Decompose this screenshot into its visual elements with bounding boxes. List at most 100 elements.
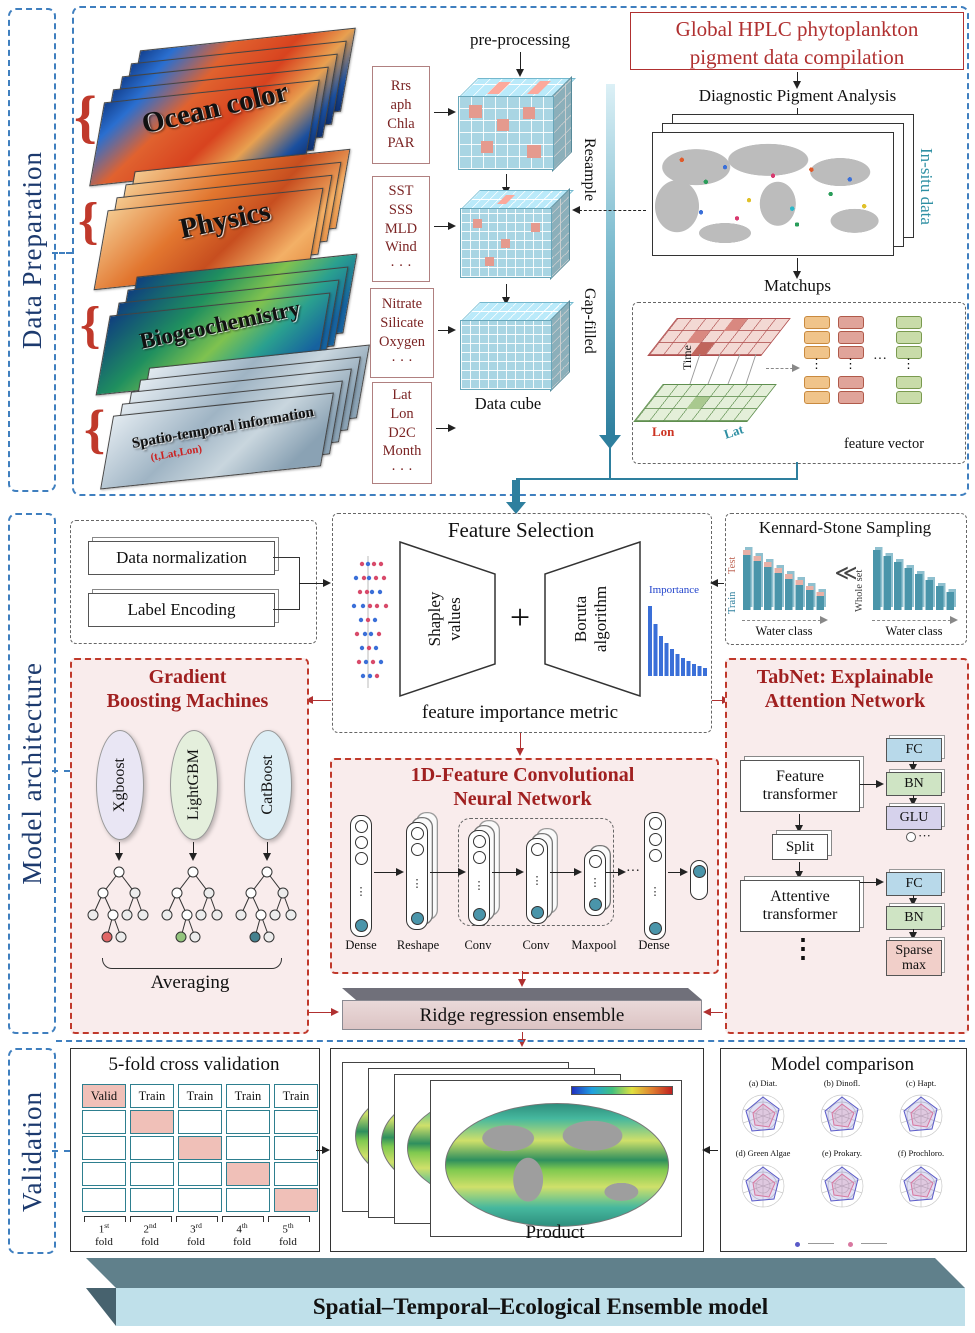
var-line: · · · xyxy=(390,258,412,275)
importance-bar-chart xyxy=(648,606,707,676)
attentive-transformer-box: Attentive transformer xyxy=(740,880,860,932)
cv-cell-train: Train xyxy=(274,1084,318,1108)
brace-icon: { xyxy=(84,399,106,459)
normalization-group-box xyxy=(70,520,317,644)
cv-cell xyxy=(274,1110,318,1134)
radar-title-c: (c) Hapt. xyxy=(905,1078,937,1088)
fold-num: 2 xyxy=(143,1223,150,1236)
cv-cell xyxy=(226,1136,270,1160)
legend-line xyxy=(861,1242,887,1244)
data-preparation-frame xyxy=(72,6,969,496)
fold-num: 5 xyxy=(282,1223,288,1236)
cnn-output-node xyxy=(690,860,708,900)
cv-cell xyxy=(178,1110,222,1134)
tree-diagram-catboost xyxy=(235,866,297,943)
shapley-values-label: Shapley values xyxy=(425,591,464,647)
var-line: Oxygen xyxy=(379,334,425,350)
arrow-down-icon xyxy=(263,842,272,861)
cube-front-face xyxy=(460,208,552,278)
arrow-left-red-icon xyxy=(703,1008,723,1017)
var-line: Rrs xyxy=(390,78,412,95)
arrow-down-icon xyxy=(909,795,918,806)
feature-vector-label: feature vector xyxy=(843,436,925,452)
arrow-right-icon xyxy=(550,868,582,877)
arrow-dashed-right-icon xyxy=(742,616,828,625)
connector-dashed xyxy=(52,1150,70,1152)
cnn-ellipsis: ··· xyxy=(626,864,640,879)
kennard-stone-title: Kennard-Stone Sampling xyxy=(758,518,932,537)
brace-icon: { xyxy=(78,193,99,250)
tabnet-vdots: ⋮ xyxy=(790,934,816,963)
averaging-label: Averaging xyxy=(150,972,230,993)
section-label-text: Validation xyxy=(16,1090,47,1212)
fold-sup: th xyxy=(287,1221,294,1230)
arrow-right-icon xyxy=(374,868,404,877)
var-line: Lat xyxy=(392,386,412,403)
arrow-right-icon xyxy=(434,222,456,231)
var-line: Month xyxy=(382,443,422,460)
cube-front-face xyxy=(460,320,552,390)
legend-line xyxy=(808,1242,834,1244)
vdots: ⋮ xyxy=(902,356,915,371)
cv-cell-valid xyxy=(130,1110,174,1134)
data-cube-gapfilled xyxy=(460,188,574,280)
tabnet-box xyxy=(725,658,969,1034)
cv-cell xyxy=(82,1136,126,1160)
product-globe xyxy=(445,1103,669,1227)
tree-diagram-lightgbm xyxy=(161,866,223,943)
feature-importance-metric-label: feature importance metric xyxy=(421,702,619,723)
glu-box: GLU xyxy=(886,806,942,830)
product-label: Product xyxy=(525,1222,585,1243)
arrow-right-red-icon xyxy=(309,1008,339,1017)
fold-word: fold xyxy=(279,1236,297,1249)
cv-cell xyxy=(82,1188,126,1212)
cv-row xyxy=(82,1188,318,1212)
cv-row xyxy=(82,1162,318,1186)
data-cube-label: Data cube xyxy=(474,394,542,413)
arrow-right-icon xyxy=(430,868,466,877)
dpa-label: Diagnostic Pigment Analysis xyxy=(698,86,897,105)
arrow-down-icon xyxy=(795,814,804,833)
brace-icon: { xyxy=(80,297,101,354)
radar-chart-b xyxy=(820,1094,864,1138)
cv-cell-text: Valid xyxy=(90,1088,118,1103)
cv-cell xyxy=(178,1188,222,1212)
cv-cell-valid: Valid xyxy=(82,1084,126,1108)
var-line: · · · xyxy=(391,352,413,369)
cv-cell xyxy=(226,1110,270,1134)
cv-cell xyxy=(178,1162,222,1186)
arrow-right-icon xyxy=(438,326,456,335)
fold-sup: st xyxy=(104,1221,110,1230)
tabnet-hdots: ··· xyxy=(918,828,931,843)
hplc-line-2: pigment data compilation xyxy=(689,44,905,69)
flow-arrow-down-icon xyxy=(506,480,526,514)
var-line: Silicate xyxy=(380,315,424,332)
cv-cell xyxy=(130,1188,174,1212)
sparse-max-box: Sparse max xyxy=(886,940,942,976)
hplc-compilation-box: Global HPLC phytoplankton pigment data c… xyxy=(630,12,964,70)
model-comparison-title: Model comparison xyxy=(770,1054,914,1075)
banner-fold-notch xyxy=(86,1288,116,1326)
connector-line xyxy=(273,609,299,610)
hdots: ··· xyxy=(873,352,887,367)
legend-dot-blue xyxy=(795,1242,800,1247)
arrow-left-icon xyxy=(702,1146,718,1155)
fold-bracket-icon xyxy=(222,1216,264,1222)
cv-cell xyxy=(274,1162,318,1186)
radar-title-d: (d) Green Algae xyxy=(735,1148,791,1158)
section-label-data-preparation: Data Preparation xyxy=(8,8,56,492)
ks-test-label: Test xyxy=(727,556,738,574)
cnn-layer-dense-1: ⋮ xyxy=(350,815,372,937)
vdots: ⋮ xyxy=(810,356,823,371)
insitu-map-panel xyxy=(652,132,894,256)
ks-bars-right xyxy=(873,547,956,610)
bn-box-1: BN xyxy=(886,772,942,796)
cv-cell-valid xyxy=(226,1162,270,1186)
radar-title-b: (b) Dinofl. xyxy=(823,1078,861,1088)
arrow-down-icon xyxy=(909,761,918,772)
ks-train-label: Train xyxy=(727,591,738,614)
cnn-label-conv-1: Conv xyxy=(464,938,492,952)
arrow-down-icon xyxy=(502,284,511,305)
